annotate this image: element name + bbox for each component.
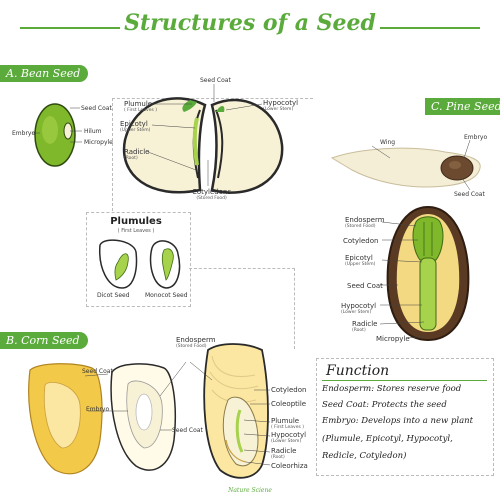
section-tag-pine: C. Pine Seed — [425, 98, 500, 115]
pine-label-hypocotyl: Hypocotyl (Lower Stem) — [341, 302, 376, 315]
page-title: Structures of a Seed — [124, 10, 376, 36]
function-item-seed-coat: Seed Coat: Protects the seed — [322, 400, 447, 410]
bean-label-micropyle: Micropyle — [84, 139, 113, 146]
plumules-label-dicot: Dicot Seed — [97, 292, 130, 299]
plumule-seeds — [99, 239, 181, 289]
corn-endosperm-sub: (Stored Food) — [176, 344, 207, 349]
function-item-embryo-parts-2: Redicle, Cotyledon) — [322, 451, 407, 461]
corn-label-coleorhiza: Coleorhiza — [271, 462, 308, 470]
bean-label-seed-coat: Seed Coat — [81, 105, 112, 112]
corn-plumule-sub: ( First Leaves ) — [271, 425, 305, 430]
corn-hypocotyl-sub: (Lower Stem) — [271, 439, 302, 444]
pine-label-micropyle: Micropyle — [376, 335, 410, 343]
pine-label-wing: Wing — [380, 139, 396, 146]
function-item-endosperm: Endosperm: Stores reserve food — [322, 384, 462, 394]
bean-label-plumule: Plumule ( First Leaves ) — [124, 100, 157, 113]
bean-plumule-sub: ( First Leaves ) — [124, 108, 158, 113]
function-item-embryo-parts-1: (Plumule, Epicotyl, Hypocotyl, — [322, 434, 453, 444]
bean-label-hypocotyl: Hypocotyl (Lower Stem) — [263, 99, 298, 112]
bean-plumule-text: Plumule — [124, 100, 153, 108]
pine-label-seed-coat: Seed Coat — [454, 191, 485, 198]
bean-label-embryo: Embryo — [12, 130, 36, 137]
corn-label-radicle: Radicle (Root) — [271, 447, 297, 460]
bean-epicotyl-sub: (Upper Stem) — [120, 128, 151, 133]
pine-section-seed — [379, 205, 470, 342]
corn-label-hypocotyl: Hypocotyl (Lower Stem) — [271, 431, 306, 444]
corn-endosperm-text: Endosperm — [176, 336, 216, 344]
pine-endosperm-text: Endosperm — [345, 216, 385, 224]
bean-label-seed-coat-top: Seed Coat — [200, 77, 231, 84]
pine-epicotyl-text: Epicotyl — [345, 254, 373, 262]
section-tag-corn: B. Corn Seed — [0, 332, 88, 349]
footer-credit: Nature Sciene — [228, 487, 272, 494]
corn-label-seed-coat-2: Seed Coat — [172, 427, 203, 434]
function-frame — [316, 358, 494, 476]
pine-winged-seed — [330, 139, 481, 191]
corn-plumule-text: Plumule — [271, 417, 300, 425]
pine-epicotyl-sub: (Upper Stem) — [345, 262, 376, 267]
pine-hypocotyl-text: Hypocotyl — [341, 302, 377, 310]
corn-radicle-text: Radicle — [271, 447, 297, 455]
function-title: Function — [326, 363, 390, 379]
bean-label-epicotyl: Epicotyl (Upper Stem) — [120, 120, 150, 133]
pine-label-embryo: Embryo — [464, 134, 488, 141]
plumules-title: Plumules — [110, 216, 162, 227]
bean-epicotyl-text: Epicotyl — [120, 120, 148, 128]
bean-hypocotyl-text: Hypocotyl — [263, 99, 299, 107]
title-line-left — [20, 27, 120, 29]
pine-label-radicle: Radicle (Root) — [352, 320, 378, 333]
pine-radicle-text: Radicle — [352, 320, 378, 328]
bean-label-radicle: Radicle (Root) — [124, 148, 150, 161]
bean-opened-seed — [122, 84, 284, 194]
bean-radicle-sub: (Root) — [124, 156, 138, 161]
pine-label-seed-coat-2: Seed Coat — [347, 282, 383, 290]
corn-section-seed — [159, 343, 271, 479]
corn-hypocotyl-text: Hypocotyl — [271, 431, 307, 439]
pine-label-endosperm: Endosperm (Stored Food) — [345, 216, 385, 229]
function-item-embryo: Embryo: Develops into a new plant — [322, 416, 474, 426]
pine-label-epicotyl: Epicotyl (Upper Stem) — [345, 254, 375, 267]
corn-label-embryo: Embryo — [86, 406, 110, 413]
plumules-label-monocot: Monocot Seed — [145, 292, 188, 299]
plumules-subtitle: ( First Leaves ) — [117, 228, 155, 234]
bean-hypocotyl-sub: (Lower Stem) — [263, 107, 294, 112]
pine-radicle-sub: (Root) — [352, 328, 366, 333]
bean-cotyledons-text: Cotyledons — [192, 188, 232, 196]
corn-whole-seed — [28, 363, 109, 475]
pine-label-cotyledon: Cotyledon — [343, 237, 379, 245]
corn-label-cotyledon: Cotyledon — [271, 386, 307, 394]
corn-outline-seed — [88, 363, 177, 471]
corn-label-endosperm: Endosperm (Stored Food) — [176, 336, 216, 349]
bean-whole-seed — [32, 103, 82, 167]
corn-label-coleoptile: Coleoptile — [271, 400, 307, 408]
pine-endosperm-sub: (Stored Food) — [345, 224, 376, 229]
title-line-right — [380, 27, 480, 29]
corn-label-plumule: Plumule ( First Leaves ) — [271, 417, 304, 430]
bean-cotyledons-sub: (Stored Food) — [196, 196, 227, 201]
pine-hypocotyl-sub: (Lower Stem) — [341, 310, 372, 315]
bean-label-hilum: Hilum — [84, 128, 102, 135]
function-underline — [322, 380, 487, 381]
corn-label-seed-coat: Seed Coat — [82, 368, 113, 375]
bean-radicle-text: Radicle — [124, 148, 150, 156]
bean-label-cotyledons: Cotyledons (Stored Food) — [192, 188, 231, 201]
corn-connector-frame — [189, 268, 295, 349]
bean-connector-frame — [112, 98, 313, 211]
plumule-frame — [86, 212, 191, 307]
section-tag-bean: A. Bean Seed — [0, 65, 89, 82]
corn-radicle-sub: (Root) — [271, 455, 285, 460]
